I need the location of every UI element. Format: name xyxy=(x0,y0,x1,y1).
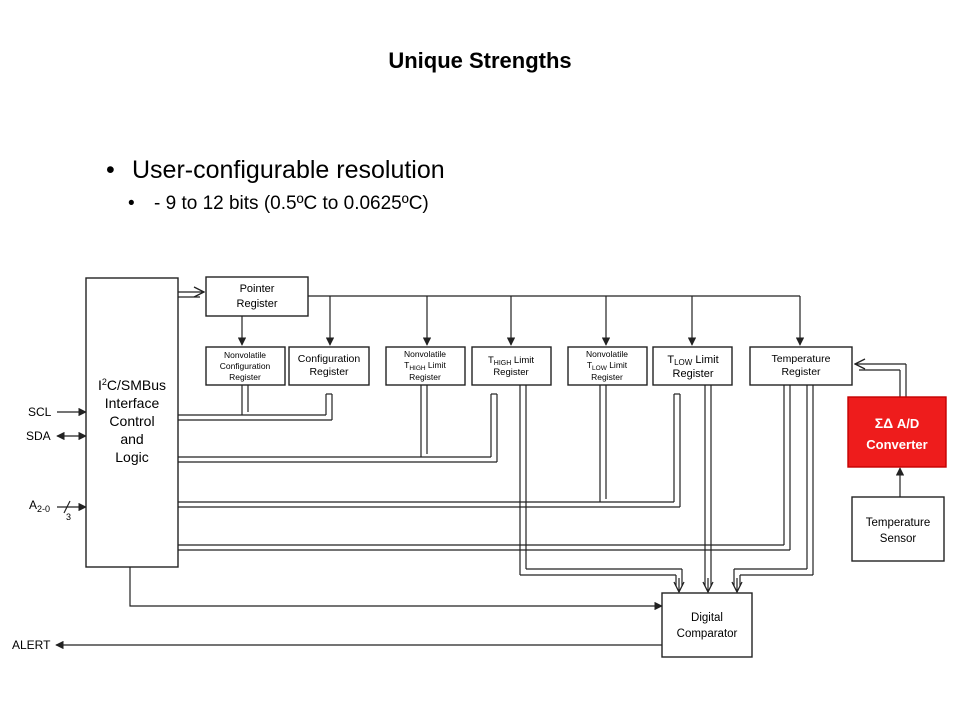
interface-text-4: and xyxy=(120,431,143,447)
nv-thigh-text-2: THIGH Limit xyxy=(404,360,446,372)
interface-text-2: Interface xyxy=(105,395,160,411)
address-label: A2-0 xyxy=(29,498,50,514)
config-text-2: Register xyxy=(309,366,349,378)
nv-config-text-1: Nonvolatile xyxy=(224,350,266,360)
temperature-sensor xyxy=(851,496,945,562)
sensor-text-2: Sensor xyxy=(880,533,917,545)
tlow-register xyxy=(652,346,733,386)
nv-tlow-text-3: Register xyxy=(591,372,623,382)
nv-tlow-text-2: TLOW Limit xyxy=(587,360,628,372)
bullet-resolution: User-configurable resolution xyxy=(106,156,445,185)
scl-label: SCL xyxy=(28,405,52,419)
sda-label: SDA xyxy=(26,429,51,443)
alert-label: ALERT xyxy=(12,638,51,652)
pointer-text-2: Register xyxy=(237,298,278,310)
pointer-register xyxy=(205,276,309,317)
config-text-1: Configuration xyxy=(298,353,361,365)
thigh-text-2: Register xyxy=(493,367,528,378)
nv-tlow-text-1: Nonvolatile xyxy=(586,349,628,359)
temp-reg-text-1: Temperature xyxy=(772,353,831,365)
digital-comparator xyxy=(661,592,753,658)
nv-config-register xyxy=(205,346,286,386)
adc-text-1: ΣΔ A/D xyxy=(875,415,919,431)
bullet-list: User-configurable resolution - 9 to 12 b… xyxy=(106,156,445,215)
nv-thigh-text-3: Register xyxy=(409,372,441,382)
interface-text-5: Logic xyxy=(115,449,148,465)
nv-thigh-register xyxy=(385,346,466,386)
interface-text-3: Control xyxy=(109,413,154,429)
temp-reg-text-2: Register xyxy=(781,366,821,378)
adc-converter xyxy=(847,396,947,468)
sensor-text-1: Temperature xyxy=(866,517,931,529)
nv-config-text-3: Register xyxy=(229,372,261,382)
bullet-bits-range: - 9 to 12 bits (0.5ºC to 0.0625ºC) xyxy=(106,193,445,215)
slide-title: Unique Strengths xyxy=(388,48,572,73)
config-register xyxy=(288,346,370,386)
tlow-text-2: Register xyxy=(673,368,714,380)
pointer-text-1: Pointer xyxy=(240,283,275,295)
nv-tlow-register xyxy=(567,346,648,386)
interface-text-1: I2C/SMBus xyxy=(98,377,166,393)
nv-config-text-2: Configuration xyxy=(220,361,271,371)
comparator-text-1: Digital xyxy=(691,612,723,624)
thigh-register xyxy=(471,346,552,386)
address-bus-width: 3 xyxy=(66,512,71,522)
temperature-register xyxy=(749,346,853,386)
interface-block xyxy=(85,277,179,568)
nv-thigh-text-1: Nonvolatile xyxy=(404,349,446,359)
thigh-text-1: THIGH Limit xyxy=(488,355,534,367)
comparator-text-2: Comparator xyxy=(677,628,738,640)
tlow-text-1: TLOW Limit xyxy=(667,354,718,367)
adc-text-2: Converter xyxy=(866,437,927,452)
